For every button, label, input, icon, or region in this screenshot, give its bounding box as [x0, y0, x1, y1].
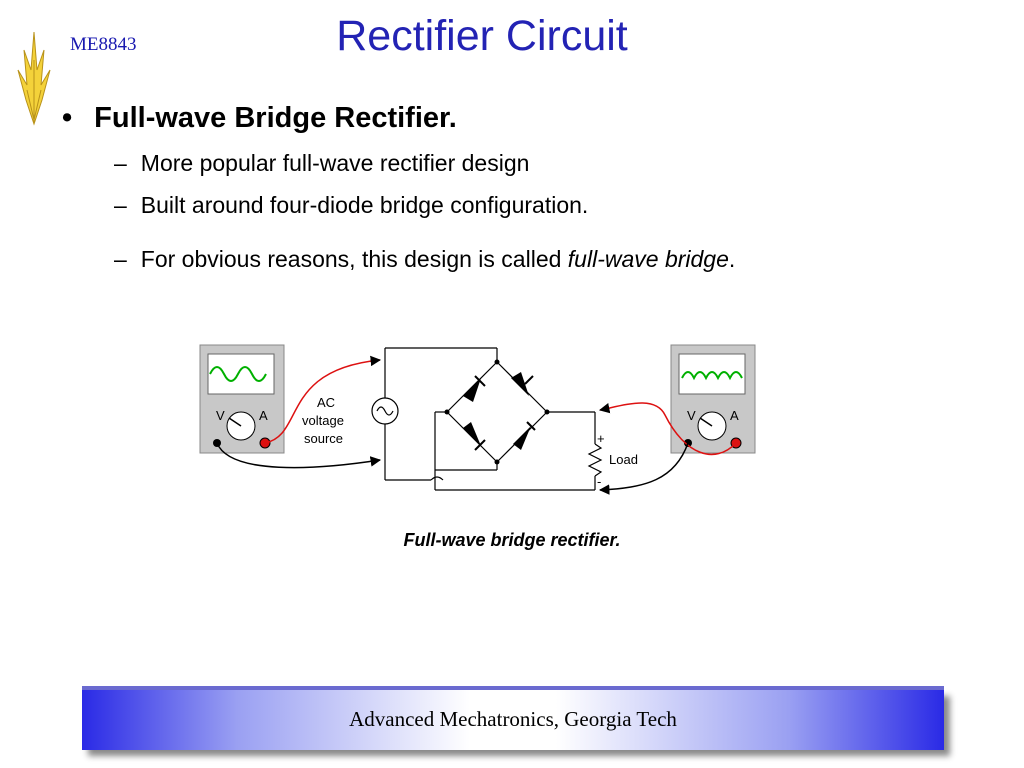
bullet-marker: • — [62, 102, 73, 134]
footer-bar: Advanced Mechatronics, Georgia Tech — [82, 690, 944, 750]
sub-bullet-3-suffix: . — [728, 246, 736, 272]
main-bullet-text: Full-wave Bridge Rectifier. — [94, 102, 457, 134]
plus-label: + — [597, 431, 605, 446]
right-meter-a-label: A — [730, 408, 739, 423]
load-label: Load — [609, 452, 638, 467]
diode-top-right — [511, 372, 534, 396]
course-code: ME8843 — [70, 34, 137, 55]
voltage-label: voltage — [302, 413, 344, 428]
right-red-lead — [598, 402, 737, 456]
sub-bullet-2: – Built around four-diode bridge configu… — [114, 192, 588, 219]
right-black-lead — [598, 442, 689, 495]
left-meter-v-label: V — [216, 408, 225, 423]
bridge-rectifier-diagram: V A V A AC voltage source — [199, 344, 756, 495]
dash-marker: – — [114, 150, 127, 176]
diode-top-left — [463, 375, 486, 402]
left-sine-wave — [209, 366, 267, 382]
dash-marker: – — [114, 192, 127, 218]
source-label: source — [304, 431, 343, 446]
left-meter: V A — [199, 344, 285, 454]
right-meter-v-label: V — [687, 408, 696, 423]
sub-bullet-1: – More popular full-wave rectifier desig… — [114, 150, 529, 177]
sub-bullet-3-prefix: For obvious reasons, this design is call… — [140, 246, 568, 272]
left-black-lead — [216, 442, 382, 469]
load-resistor — [587, 443, 603, 477]
left-meter-a-label: A — [259, 408, 268, 423]
dash-marker: – — [114, 246, 127, 272]
sub-bullet-text: Built around four-diode bridge configura… — [140, 192, 589, 218]
diode-bottom-right — [513, 421, 536, 450]
gatech-logo-icon — [17, 31, 51, 126]
ac-label: AC — [317, 395, 335, 410]
right-rectified-wave — [681, 371, 743, 381]
minus-label: - — [597, 474, 601, 489]
sub-bullet-text: More popular full-wave rectifier design — [140, 150, 530, 176]
main-bullet: • Full-wave Bridge Rectifier. — [62, 102, 457, 135]
sub-bullet-3: – For obvious reasons, this design is ca… — [114, 246, 735, 273]
diode-bottom-left — [463, 422, 486, 451]
footer-text: Advanced Mechatronics, Georgia Tech — [349, 707, 677, 731]
right-meter: V A — [670, 344, 756, 454]
left-red-lead — [264, 355, 382, 444]
sub-bullet-text: For obvious reasons, this design is call… — [141, 246, 735, 273]
slide-title: Rectifier Circuit — [336, 12, 628, 60]
figure-caption: Full-wave bridge rectifier. — [403, 530, 621, 550]
sub-bullet-3-emphasis: full-wave bridge — [567, 246, 729, 272]
